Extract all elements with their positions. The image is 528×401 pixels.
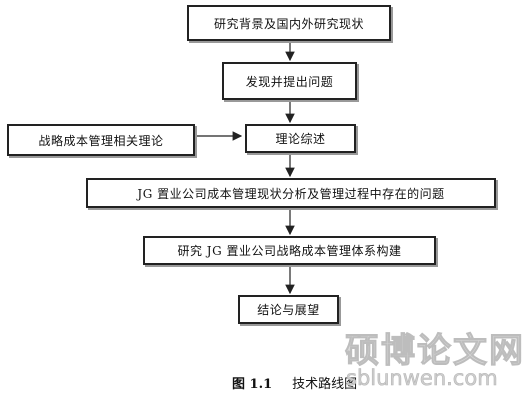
watermark-logo-text: 硕博论文网 — [345, 331, 525, 372]
node-cost-management-analysis: JG 置业公司成本管理现状分析及管理过程中存在的问题 — [86, 178, 496, 208]
figure-number: 图 1.1 — [232, 377, 273, 392]
node-system-construction: 研究 JG 置业公司战略成本管理体系构建 — [143, 236, 436, 265]
node-cost-management-analysis-label: JG 置业公司成本管理现状分析及管理过程中存在的问题 — [137, 186, 445, 201]
node-strategic-cost-theory: 战略成本管理相关理论 — [7, 124, 195, 156]
node-literature-review-label: 理论综述 — [275, 132, 326, 146]
node-conclusion: 结论与展望 — [238, 295, 339, 324]
node-research-background-label: 研究背景及国内外研究现状 — [213, 16, 364, 31]
node-literature-review: 理论综述 — [245, 124, 356, 153]
node-identify-problem-label: 发现并提出问题 — [245, 74, 334, 89]
node-research-background: 研究背景及国内外研究现状 — [187, 5, 391, 41]
watermark-url: sblunwen.com — [346, 366, 498, 391]
figure-title: 技术路线图 — [292, 377, 358, 392]
figure-caption: 图 1.1 技术路线图 — [232, 373, 357, 392]
node-strategic-cost-theory-label: 战略成本管理相关理论 — [38, 133, 164, 148]
node-conclusion-label: 结论与展望 — [257, 303, 320, 317]
node-identify-problem: 发现并提出问题 — [222, 62, 357, 100]
node-system-construction-label: 研究 JG 置业公司战略成本管理体系构建 — [177, 244, 402, 258]
